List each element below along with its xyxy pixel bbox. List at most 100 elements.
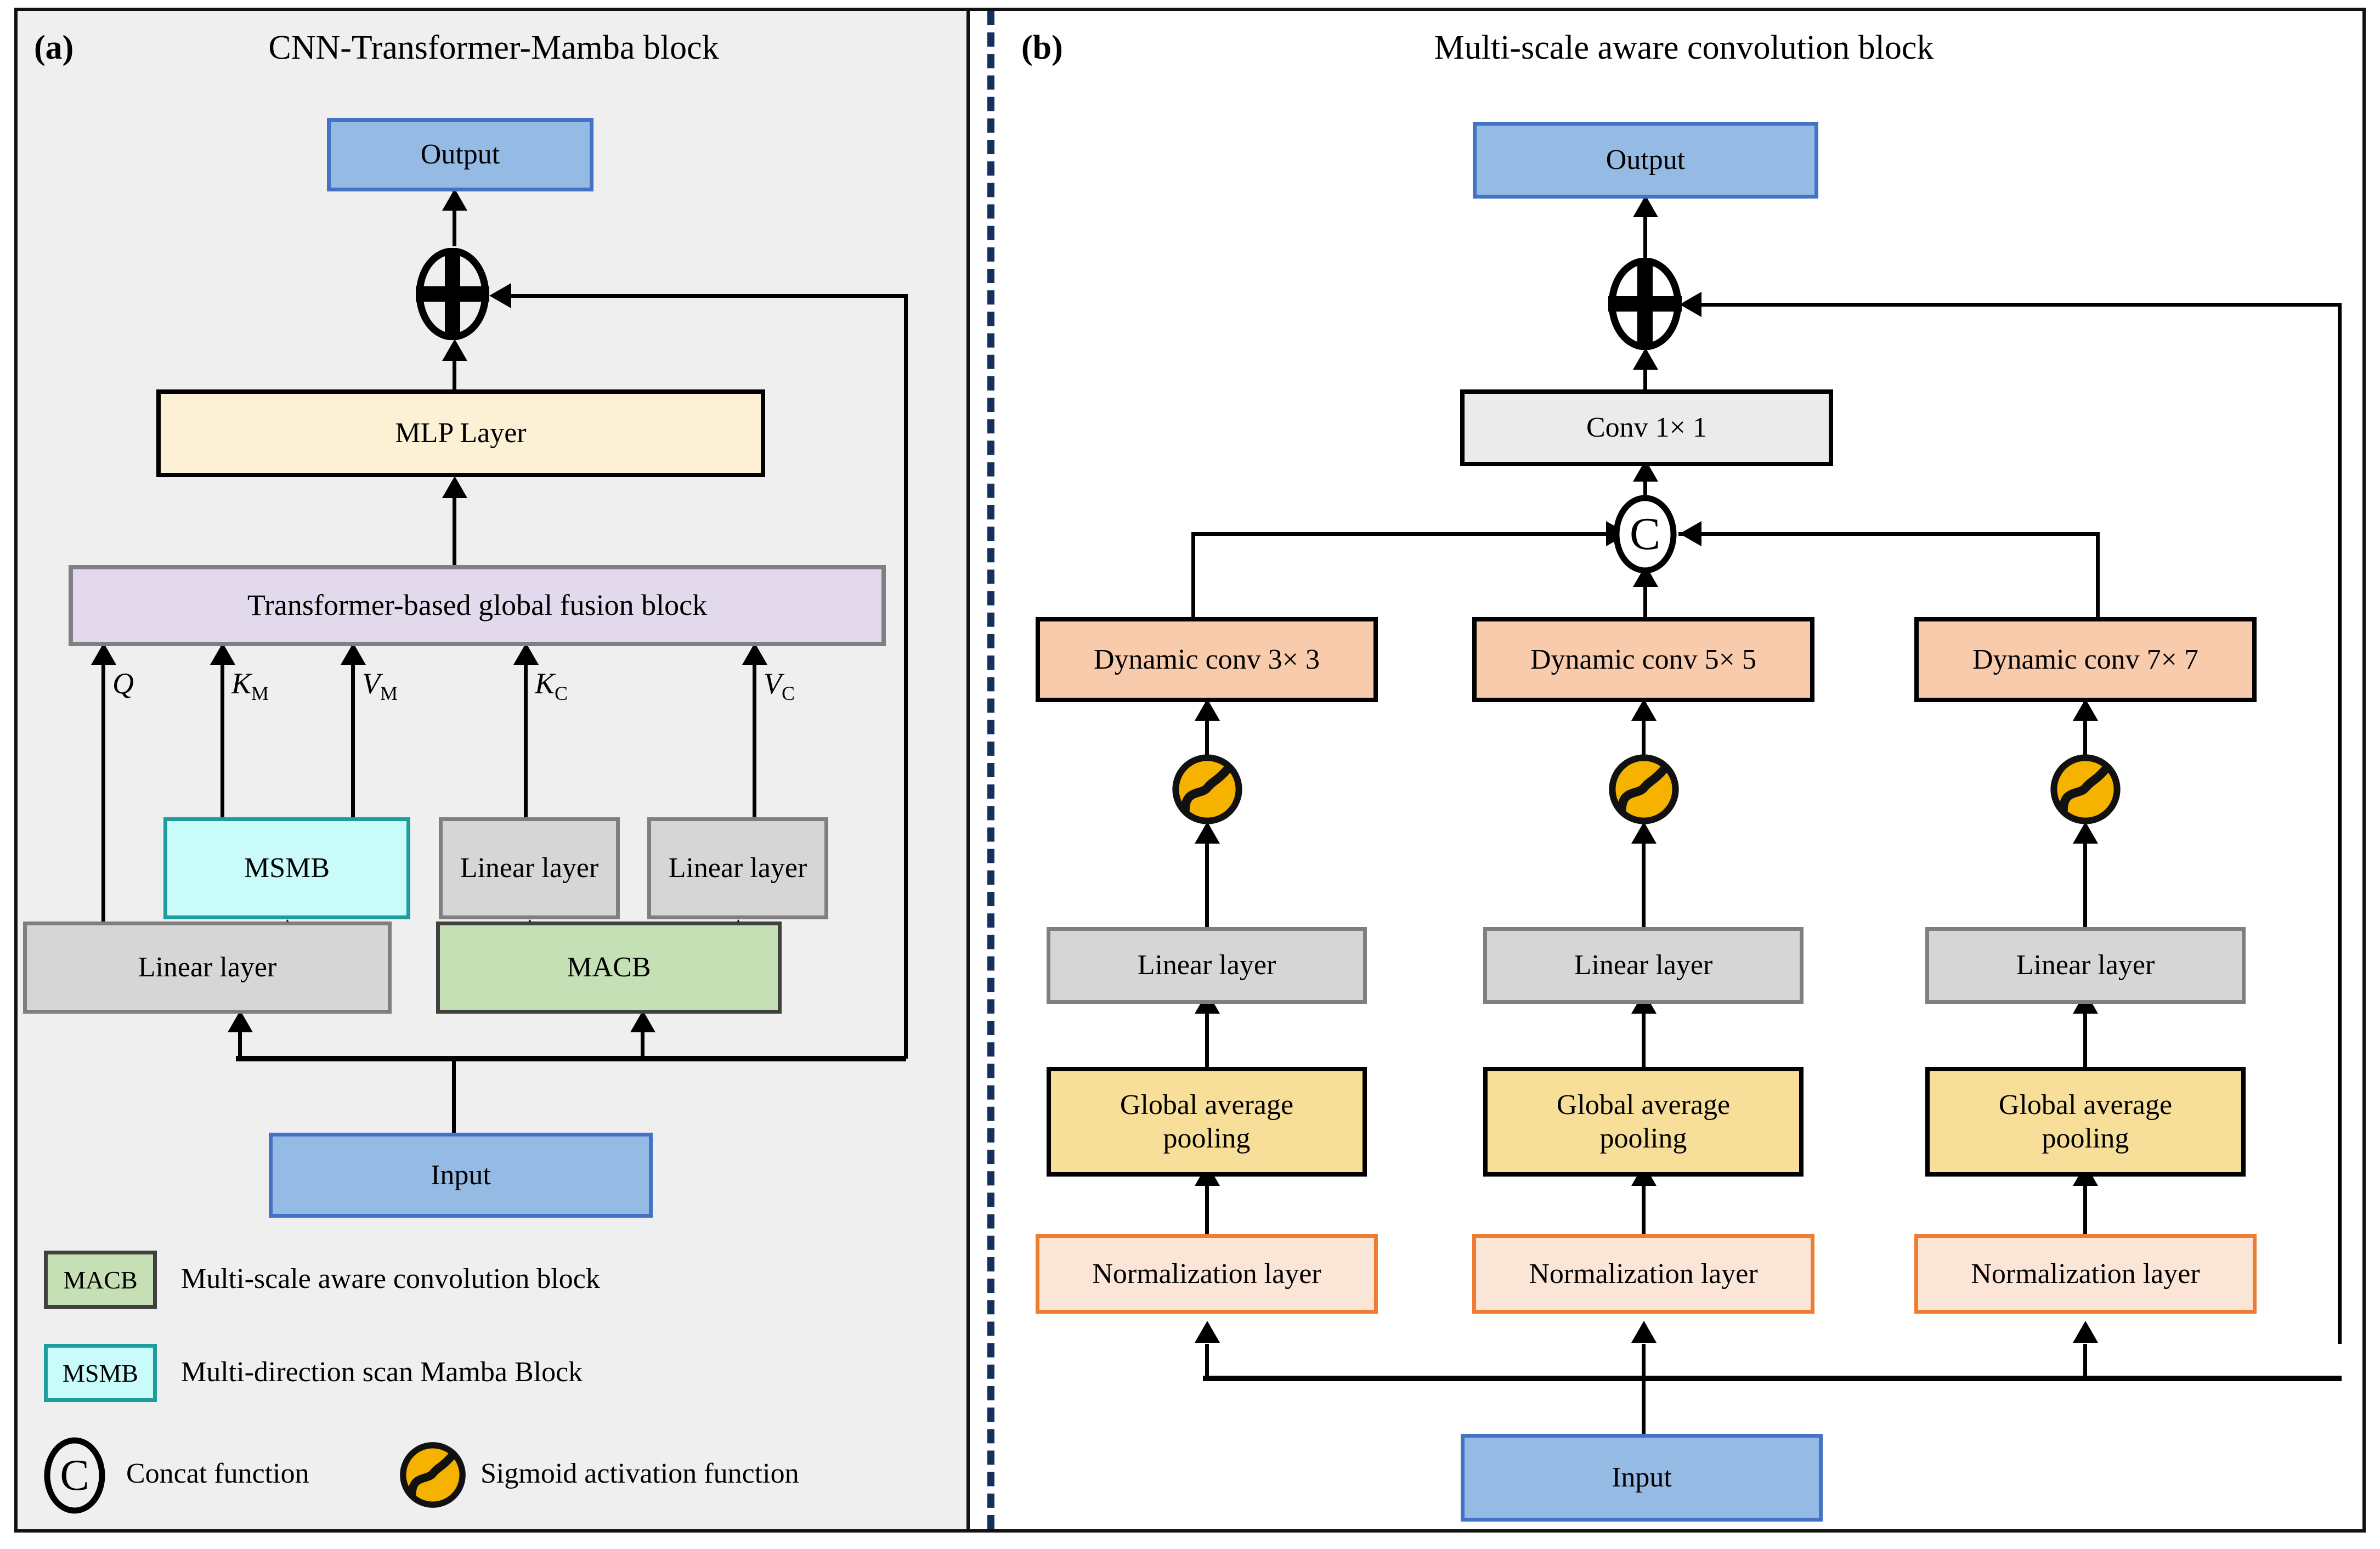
edge-linear1-to-sig1 — [1205, 834, 1209, 930]
svg-text:C: C — [60, 1451, 89, 1500]
concat-operator: C — [1610, 494, 1680, 575]
linear-layer-branch-1-box: Linear layer — [1047, 927, 1367, 1004]
macb-box: MACB — [436, 922, 782, 1014]
arrowhead-branch3-concat — [1680, 521, 1701, 546]
edge-linear2-to-sig2 — [1642, 834, 1646, 930]
arrowhead-transformer-to-mlp — [442, 476, 467, 498]
edge-norm2-to-gap2 — [1642, 1175, 1646, 1236]
arrowhead-conv-to-add — [1633, 348, 1658, 370]
edge-residual-b-horizontal — [1685, 303, 2342, 307]
linear-layer-branch-2-box: Linear layer — [1483, 927, 1804, 1004]
edge-gap2-to-linear2 — [1642, 1003, 1646, 1070]
global-average-pooling-branch-3-box: Global average pooling — [1925, 1067, 2246, 1177]
mlp-layer-box: MLP Layer — [156, 389, 765, 477]
conv-1x1-box: Conv 1× 1 — [1460, 389, 1833, 466]
linear-layer-vc-box: Linear layer — [647, 817, 828, 919]
label-kc: KC — [535, 667, 568, 704]
edge-bus-riser-macb — [641, 1031, 645, 1059]
arrowhead-bus-to-linear-q — [228, 1010, 253, 1032]
panel-b-title: Multi-scale aware convolution block — [1434, 29, 1934, 66]
normalization-layer-branch-1-box: Normalization layer — [1036, 1234, 1378, 1314]
transformer-fusion-box: Transformer-based global fusion block — [69, 565, 886, 646]
edge-branch1-to-concat-v — [1191, 532, 1195, 617]
arrowhead-add-to-output — [442, 189, 467, 211]
add-operator-b — [1606, 257, 1684, 350]
legend-macb-swatch: MACB — [44, 1251, 157, 1309]
arrowhead-bus-to-macb — [630, 1010, 655, 1032]
dynamic-conv-5x5-box: Dynamic conv 5× 5 — [1472, 617, 1814, 702]
label-km: KM — [231, 667, 269, 704]
arrowhead-sig3-to-conv3 — [2073, 699, 2098, 721]
edge-input-to-bus-a — [452, 1059, 456, 1135]
dynamic-conv-7x7-box: Dynamic conv 7× 7 — [1914, 617, 2257, 702]
edge-branch1-to-concat-h — [1191, 532, 1613, 536]
panel-b-output-box: Output — [1473, 122, 1818, 199]
arrowhead-vc — [742, 643, 767, 665]
edge-vc — [753, 646, 756, 817]
dynamic-conv-3x3-box: Dynamic conv 3× 3 — [1036, 617, 1378, 702]
arrowhead-residual-b — [1680, 292, 1701, 317]
edge-bus-riser-left — [238, 1031, 242, 1059]
edge-bus-to-norm1 — [1205, 1344, 1209, 1378]
edge-input-bus-b — [1203, 1376, 2342, 1381]
edge-conv-to-add — [1643, 351, 1647, 391]
arrowhead-mlp-to-add — [442, 339, 467, 361]
global-average-pooling-branch-2-box: Global average pooling — [1483, 1067, 1804, 1177]
normalization-layer-branch-2-box: Normalization layer — [1472, 1234, 1814, 1314]
arrowhead-sig2-to-conv2 — [1631, 699, 1657, 721]
svg-text:C: C — [1630, 508, 1660, 559]
edge-branch2-to-concat — [1643, 575, 1647, 619]
panel-a — [14, 8, 970, 1533]
sigmoid-icon-branch-3 — [2049, 753, 2122, 826]
edge-q — [101, 646, 105, 932]
edge-branch3-to-concat-h — [1678, 532, 2100, 536]
linear-layer-branch-3-box: Linear layer — [1925, 927, 2246, 1004]
edge-concat-to-conv — [1643, 463, 1647, 500]
arrowhead-residual-a — [489, 283, 511, 308]
edge-norm3-to-gap3 — [2083, 1175, 2087, 1236]
arrowhead-bus-to-norm1 — [1195, 1321, 1220, 1343]
arrowhead-add-b-to-output — [1633, 195, 1658, 217]
edge-bus-to-norm3 — [2083, 1344, 2087, 1378]
panel-a-output-box: Output — [327, 118, 593, 191]
edge-sig3-to-conv3 — [2083, 702, 2087, 756]
edge-sig2-to-conv2 — [1642, 702, 1646, 756]
edge-input-b-to-norm2 — [1642, 1344, 1646, 1437]
panel-a-tag: (a) — [34, 29, 74, 66]
edge-transformer-to-mlp — [453, 496, 456, 567]
arrowhead-input-b-to-norm2 — [1631, 1321, 1657, 1343]
add-operator-a — [414, 247, 491, 341]
legend-macb-text: Multi-scale aware convolution block — [181, 1263, 600, 1294]
edge-vm — [351, 646, 355, 817]
label-vm: VM — [362, 667, 398, 704]
edge-km — [221, 646, 224, 817]
legend-concat-text: Concat function — [126, 1458, 309, 1489]
legend-sigmoid-icon — [398, 1440, 467, 1510]
legend-msmb-swatch: MSMB — [44, 1344, 157, 1402]
edge-gap3-to-linear3 — [2083, 1003, 2087, 1070]
label-q: Q — [112, 667, 134, 700]
panel-b-input-box: Input — [1461, 1434, 1823, 1522]
edge-kc — [524, 646, 528, 817]
sigmoid-icon-branch-2 — [1607, 753, 1681, 826]
edge-input-bus-a — [236, 1056, 906, 1061]
panel-a-input-box: Input — [269, 1133, 653, 1218]
arrowhead-linear3-to-sig3 — [2073, 822, 2098, 844]
edge-residual-a-vertical — [904, 294, 908, 1059]
panel-divider — [987, 11, 994, 1529]
arrowhead-vm — [341, 643, 366, 665]
arrowhead-sig1-to-conv1 — [1195, 699, 1220, 721]
arrowhead-km — [210, 643, 235, 665]
legend-concat-icon: C — [42, 1437, 108, 1514]
edge-branch3-to-concat-v — [2096, 532, 2100, 617]
arrowhead-kc — [513, 643, 539, 665]
label-vc: VC — [764, 667, 795, 704]
panel-b-tag: (b) — [1021, 29, 1063, 66]
edge-gap1-to-linear1 — [1205, 1003, 1209, 1070]
edge-sig1-to-conv1 — [1205, 702, 1209, 756]
edge-norm1-to-gap1 — [1205, 1175, 1209, 1236]
sigmoid-icon-branch-1 — [1171, 753, 1244, 826]
panel-a-title: CNN-Transformer-Mamba block — [268, 29, 719, 66]
linear-layer-kc-box: Linear layer — [439, 817, 620, 919]
